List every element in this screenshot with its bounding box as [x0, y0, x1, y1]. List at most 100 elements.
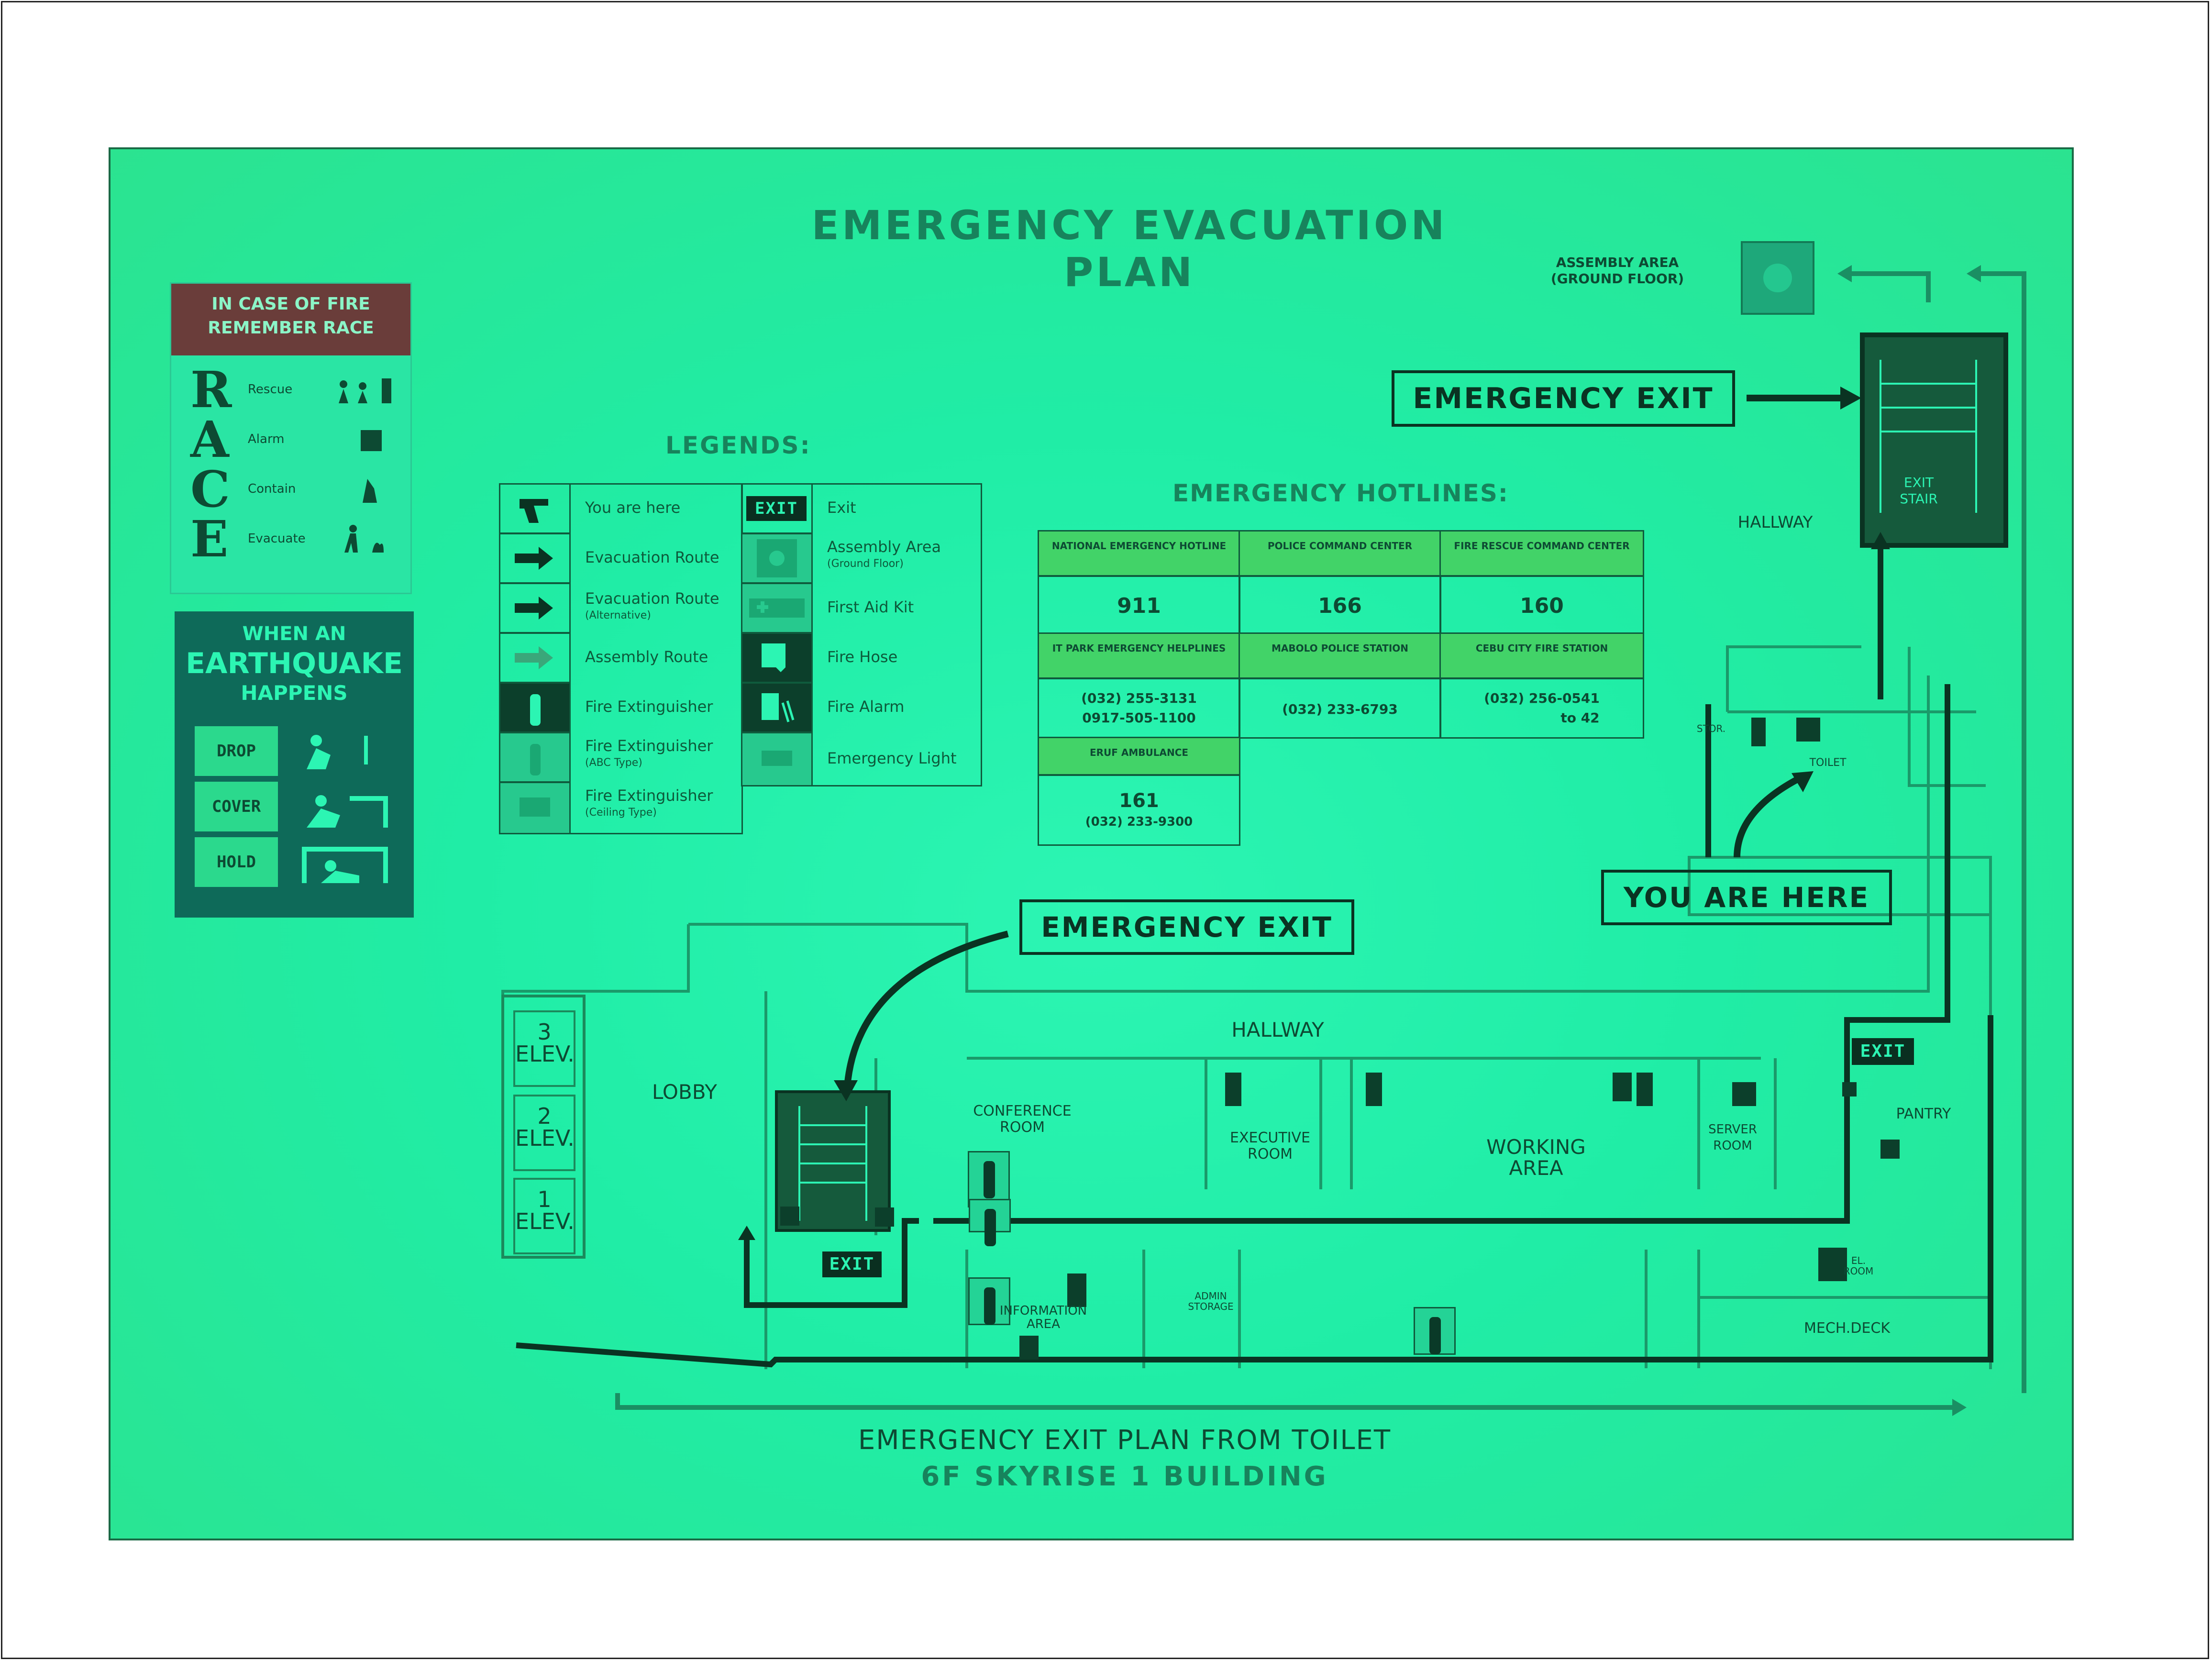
earthquake-line1: WHEN AN [242, 623, 346, 645]
emergency-light-icon [741, 732, 813, 786]
hotline-head: CEBU CITY FIRE STATION [1439, 632, 1644, 679]
elevator-number: 2 [537, 1103, 552, 1129]
elevator-1: 1 ELEV. [513, 1178, 575, 1254]
cover-icon [307, 795, 388, 828]
hallway-top-label: HALLWAY [1737, 513, 1813, 532]
floor-plan [501, 241, 2026, 1416]
alarm-icon [361, 430, 382, 451]
footer-line2: 6F SKYRISE 1 BUILDING [921, 1461, 1328, 1492]
legend-label: Fire Extinguisher [585, 737, 713, 755]
mech-deck-label: MECH.DECK [1803, 1320, 1891, 1337]
admin-storage-label: ADMIN STORAGE [1188, 1290, 1234, 1312]
exit-sign-text: EXIT [746, 496, 807, 521]
elevator-3: 3 ELEV. [513, 1010, 575, 1087]
race-header-line1: IN CASE OF FIRE [211, 294, 370, 314]
hotlines-title: EMERGENCY HOTLINES: [1172, 479, 1509, 507]
legend-sublabel: (ABC Type) [585, 757, 642, 769]
race-letter: C [190, 460, 230, 519]
fire-extinguisher-abc-icon [499, 732, 571, 783]
hotline-value-2: to 42 [1560, 710, 1600, 726]
exit-sign: EXIT [822, 1251, 882, 1277]
race-row-evacuate: E Evacuate [190, 509, 401, 568]
hold-icon [302, 847, 388, 883]
cover-step: COVER [195, 782, 278, 831]
legends-title: LEGENDS: [665, 432, 811, 459]
hotline-value-cell: (032) 256-0541 to 42 [1439, 677, 1644, 739]
hotline-value: (032) 256-0541 [1484, 690, 1600, 706]
conference-room-label: CONFERENCE ROOM [973, 1103, 1072, 1136]
server-room-label: SERVER ROOM [1708, 1122, 1757, 1153]
hold-step: HOLD [195, 837, 278, 887]
hotline-value-2: (032) 233-9300 [1085, 815, 1193, 829]
elevator-2: 2 ELEV. [513, 1095, 575, 1171]
race-letter: R [190, 360, 232, 419]
race-word: Contain [248, 482, 296, 496]
drop-icon [307, 735, 368, 769]
hotline-value: (032) 233-6793 [1239, 677, 1441, 739]
hotline-value-2: 0917-505-1100 [1082, 710, 1196, 726]
race-letter: E [190, 509, 229, 568]
legend-label: Fire Extinguisher [585, 698, 713, 716]
drop-step: DROP [195, 726, 278, 776]
legend-label: You are here [585, 498, 681, 517]
information-area-label: INFORMATION AREA [999, 1304, 1087, 1331]
storage-label: STOR. [1696, 723, 1726, 734]
legend-label: Fire Hose [827, 648, 898, 666]
fire-extinguisher-icon [1414, 1307, 1456, 1355]
hotline-value: 161 [1119, 790, 1159, 812]
evacuation-plan-board: EMERGENCY EVACUATION PLAN IN CASE OF FIR… [109, 147, 2074, 1540]
elevator-label: ELEV. [515, 1125, 575, 1151]
executive-room-label: EXECUTIVE ROOM [1229, 1129, 1311, 1163]
working-area-label: WORKING AREA [1486, 1135, 1586, 1180]
lobby-label: LOBBY [652, 1080, 717, 1104]
legend-sublabel: (Alternative) [585, 609, 651, 621]
contain-icon [363, 479, 377, 503]
elevator-label: ELEV. [515, 1041, 575, 1067]
assembly-label-2: (GROUND FLOOR) [1550, 271, 1684, 287]
legend-sublabel: (Ground Floor) [827, 558, 904, 570]
hotline-value: (032) 255-3131 [1081, 690, 1197, 706]
el-room-label: EL. ROOM [1843, 1255, 1874, 1277]
footer-line1: EMERGENCY EXIT PLAN FROM TOILET [858, 1425, 1392, 1456]
race-row-alarm: A Alarm [190, 410, 401, 469]
legend-sublabel: (Ceiling Type) [585, 807, 657, 819]
race-word: Evacuate [248, 532, 306, 546]
exit-stair-label: EXIT STAIR [1900, 475, 1938, 507]
hotline-head: MABOLO POLICE STATION [1239, 632, 1441, 679]
fire-extinguisher-icon [499, 682, 571, 733]
legend-label: Emergency Light [827, 749, 957, 767]
rescue-icon [339, 378, 391, 403]
assembly-label-1: ASSEMBLY AREA [1556, 255, 1679, 270]
emergency-exit-callout-top: EMERGENCY EXIT [1392, 370, 1735, 427]
exit-sign-icon: EXIT [741, 483, 813, 534]
legend-label: Exit [827, 498, 856, 517]
race-row-rescue: R Rescue [190, 360, 401, 419]
pantry-label: PANTRY [1896, 1106, 1951, 1122]
plan-title: EMERGENCY EVACUATION PLAN [811, 202, 1448, 296]
earthquake-line3: HAPPENS [241, 681, 348, 705]
race-header: IN CASE OF FIRE REMEMBER RACE [171, 284, 410, 355]
legend-label: Fire Alarm [827, 698, 905, 716]
hotline-head: POLICE COMMAND CENTER [1239, 530, 1441, 577]
legend-label: Assembly Route [585, 648, 708, 666]
elevator-label: ELEV. [515, 1208, 575, 1234]
race-row-contain: C Contain [190, 460, 401, 519]
evacuate-icon [344, 525, 384, 553]
emergency-light-icon [969, 1199, 1011, 1246]
fire-extinguisher-icon [968, 1277, 1010, 1325]
legend-label: Fire Extinguisher [585, 786, 713, 805]
race-letter: A [190, 410, 229, 469]
legend-label: Evacuation Route [585, 589, 719, 608]
hotline-head: NATIONAL EMERGENCY HOTLINE [1038, 530, 1240, 577]
hotline-value-cell: 161 (032) 233-9300 [1038, 774, 1240, 846]
legend-label: Evacuation Route [585, 548, 719, 566]
toilet-label: TOILET [1809, 757, 1847, 769]
you-are-here-callout: YOU ARE HERE [1601, 870, 1892, 925]
hotline-head: FIRE RESCUE COMMAND CENTER [1439, 530, 1644, 577]
hallway-main-label: HALLWAY [1231, 1018, 1324, 1041]
elevator-number: 1 [537, 1186, 552, 1212]
race-word: Alarm [248, 432, 285, 446]
assembly-area-label: ASSEMBLY AREA (GROUND FLOOR) [1531, 255, 1703, 287]
ceiling-extinguisher-icon [499, 782, 571, 834]
